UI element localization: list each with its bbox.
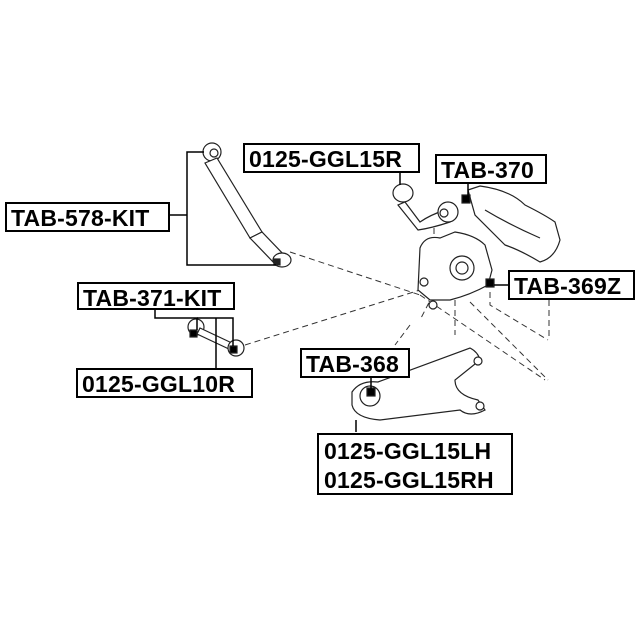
shock-absorber-part	[202, 142, 292, 268]
leader-lines	[154, 151, 508, 432]
lower-arm-part	[351, 347, 486, 421]
part-label-tab-368: TAB-368	[300, 348, 410, 378]
part-label-0125-ggl10r: 0125-GGL10R	[76, 368, 253, 398]
part-label-0125-ggl15lh-rh: 0125-GGL15LH 0125-GGL15RH	[317, 433, 513, 495]
part-label-0125-ggl15r: 0125-GGL15R	[243, 143, 420, 173]
part-label-tab-578-kit: TAB-578-KIT	[5, 202, 170, 232]
control-arm-part	[461, 185, 561, 263]
part-label-0125-ggl15lh: 0125-GGL15LH	[324, 438, 492, 464]
part-label-tab-370: TAB-370	[435, 154, 547, 184]
part-label-tab-371-kit: TAB-371-KIT	[77, 282, 235, 311]
upper-arm-part	[392, 183, 459, 231]
knuckle-part	[417, 231, 495, 310]
part-label-0125-ggl15rh: 0125-GGL15RH	[324, 467, 494, 493]
part-label-tab-369z: TAB-369Z	[508, 270, 635, 300]
